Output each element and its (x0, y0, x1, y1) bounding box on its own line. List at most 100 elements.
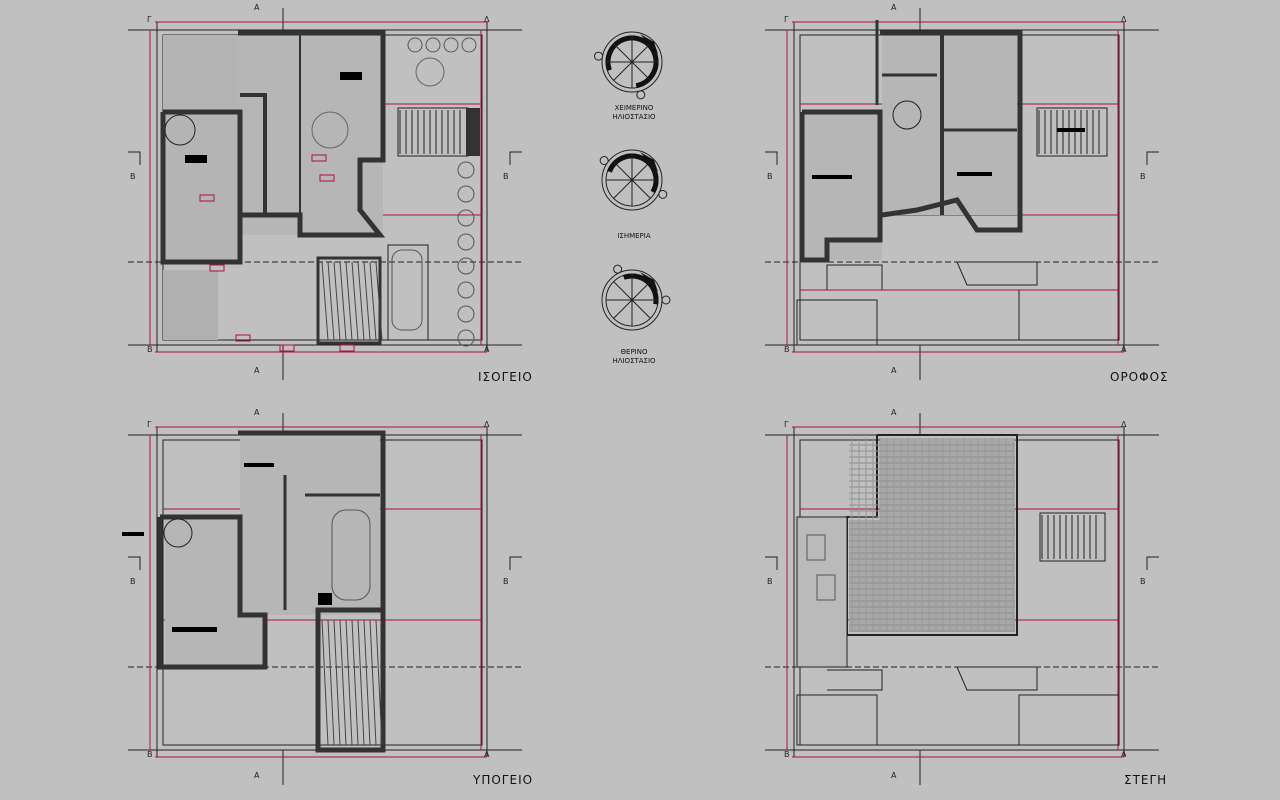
marker-beta-left: Β (130, 577, 136, 586)
tree-symbol (457, 233, 475, 251)
marker-alpha-top: Α (254, 408, 260, 417)
label-line: ΙΣΗΜΕΡΙΑ (617, 232, 651, 240)
hatch (333, 261, 341, 341)
azimuth-ray (613, 299, 633, 319)
hatch (333, 619, 341, 746)
spiral-stair (163, 518, 193, 548)
marker-delta: Δ (1121, 420, 1127, 429)
exterior-wall (160, 109, 243, 265)
marker-beta-left: Β (767, 172, 773, 181)
tree-symbol (457, 209, 475, 227)
marker-beta-right: Β (503, 172, 509, 181)
marker-alpha-bottom: Α (891, 366, 897, 375)
balcony-outline (956, 666, 1038, 691)
ground-outline (1018, 289, 1120, 341)
marker-alpha-bottom: Α (891, 771, 897, 780)
azimuth-ray (631, 299, 651, 319)
hatch (351, 619, 359, 746)
label-line: ΧΕΙΜΕΡΙΝΟ (614, 104, 654, 112)
marker-delta: Δ (484, 15, 490, 24)
plan-ground-floor (128, 8, 522, 380)
section-marker-b-left (128, 151, 141, 165)
room-tag (311, 154, 327, 162)
tree-symbol (457, 329, 475, 347)
garage-door (316, 256, 382, 345)
room-tag (199, 194, 215, 202)
north-arrow (640, 152, 658, 172)
sun-icon (613, 264, 623, 274)
marker-alpha: Α (1121, 345, 1127, 354)
sun-diagram-summer (601, 264, 671, 331)
marker-alpha: Α (1121, 750, 1127, 759)
text-block (244, 463, 274, 467)
azimuth-ray (631, 161, 651, 181)
marker-gamma: Γ (784, 15, 789, 24)
marker-alpha-bottom: Α (254, 771, 260, 780)
label-line: ΘΕΡΙΝΟ (620, 348, 648, 356)
interior-floor (882, 35, 1017, 215)
exterior-wall (799, 109, 883, 263)
marker-alpha: Α (484, 750, 490, 759)
marker-alpha-top: Α (254, 3, 260, 12)
sun-arc (622, 273, 659, 305)
plan-title-first-floor: ΟΡΟΦΟΣ (1110, 370, 1169, 384)
hatch (363, 619, 371, 746)
azimuth-ray (613, 43, 633, 63)
sun-icon (594, 51, 604, 61)
spiral-stair (892, 100, 922, 130)
hatch (375, 261, 383, 341)
room-tag (235, 334, 251, 342)
azimuth-ray (631, 179, 651, 199)
balcony-outline (827, 669, 883, 691)
north-arrow (640, 34, 658, 54)
tree-symbol (407, 37, 423, 53)
tree-symbol (461, 37, 477, 53)
plan-title-roof: ΣΤΕΓΗ (1124, 773, 1168, 787)
sun-icon (661, 295, 671, 305)
section-marker-b-left (765, 151, 778, 165)
label-line: ΗΛΙΟΣΤΑΣΙΟ (612, 113, 656, 121)
marker-delta: Δ (484, 420, 490, 429)
driveway (387, 244, 429, 341)
marker-beta-right: Β (1140, 172, 1146, 181)
exterior-wall (880, 30, 1023, 233)
room-tag (279, 344, 295, 352)
solar-panel (806, 534, 826, 561)
tree-symbol (443, 37, 459, 53)
sun-path-outer (601, 149, 663, 211)
marker-beta: Β (784, 345, 790, 354)
section-marker-b-right (509, 556, 522, 570)
sun-diagram-winter (594, 31, 663, 100)
marker-gamma: Γ (784, 420, 789, 429)
azimuth-ray (631, 61, 651, 81)
marker-alpha: Α (484, 345, 490, 354)
room-tag (339, 344, 355, 352)
spiral-stair (164, 114, 196, 146)
marker-gamma: Γ (147, 420, 152, 429)
exterior-wall (157, 514, 268, 670)
plan-first-floor (765, 8, 1159, 380)
marker-beta-left: Β (130, 172, 136, 181)
balcony-outline (826, 264, 883, 291)
hatch (339, 619, 347, 746)
interior-wall (240, 93, 267, 215)
hatch (339, 261, 347, 341)
tree-symbol (457, 281, 475, 299)
section-marker-b-right (509, 151, 522, 165)
plan-roof (765, 413, 1159, 785)
ground-outline (796, 299, 878, 346)
marker-beta: Β (784, 750, 790, 759)
interior-floor (240, 435, 380, 615)
text-block (122, 532, 144, 536)
hatch (327, 619, 335, 746)
hatch (345, 619, 353, 746)
dining-table (311, 111, 349, 149)
room-tag (319, 174, 335, 182)
azimuth-ray (613, 161, 633, 181)
equipment-block (318, 593, 332, 605)
north-arrow (640, 272, 658, 292)
ground-outline (796, 694, 878, 746)
plan-basement (122, 413, 522, 785)
